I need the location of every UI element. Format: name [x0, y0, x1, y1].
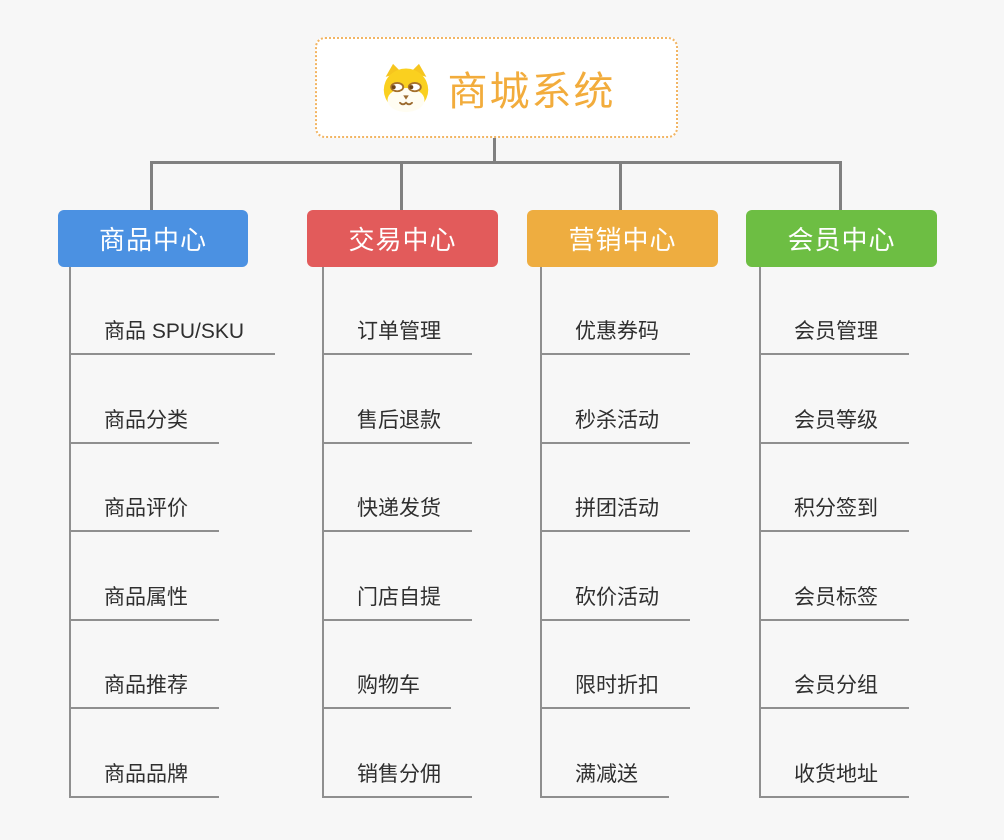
leaf-node[interactable]: 满减送 — [540, 761, 669, 799]
branch-trade-center[interactable]: 交易中心 — [307, 210, 498, 267]
leaf-node[interactable]: 限时折扣 — [540, 672, 690, 710]
branch-marketing-center[interactable]: 营销中心 — [527, 210, 718, 267]
root-node[interactable]: 商城系统 — [315, 37, 678, 138]
leaf-node[interactable]: 门店自提 — [322, 584, 472, 622]
connector-column-trade — [322, 267, 324, 798]
leaf-node[interactable]: 会员分组 — [759, 672, 909, 710]
leaf-node[interactable]: 会员标签 — [759, 584, 909, 622]
leaf-node[interactable]: 会员等级 — [759, 407, 909, 445]
connector-column-product — [69, 267, 71, 798]
leaf-node[interactable]: 商品属性 — [69, 584, 219, 622]
leaf-node[interactable]: 收货地址 — [759, 761, 909, 799]
leaf-node[interactable]: 会员管理 — [759, 318, 909, 356]
leaf-node[interactable]: 秒杀活动 — [540, 407, 690, 445]
leaf-node[interactable]: 销售分佣 — [322, 761, 472, 799]
connector-column-marketing — [540, 267, 542, 798]
connector-drop-marketing — [619, 161, 622, 210]
leaf-node[interactable]: 商品 SPU/SKU — [69, 318, 276, 356]
connector-drop-member — [839, 161, 842, 210]
connector-drop-product — [150, 161, 153, 210]
root-title: 商城系统 — [447, 69, 616, 114]
leaf-node[interactable]: 优惠券码 — [540, 318, 690, 356]
branch-label: 商品中心 — [98, 225, 207, 255]
connector-root-stem — [493, 138, 496, 163]
branch-label: 交易中心 — [348, 225, 457, 255]
leaf-node[interactable]: 商品评价 — [69, 495, 219, 533]
leaf-node[interactable]: 快递发货 — [322, 495, 472, 533]
leaf-node[interactable]: 售后退款 — [322, 407, 472, 445]
leaf-node[interactable]: 商品推荐 — [69, 672, 219, 710]
leaf-node[interactable]: 拼团活动 — [540, 495, 690, 533]
leaf-node[interactable]: 商品分类 — [69, 407, 219, 445]
connector-column-member — [759, 267, 761, 798]
leaf-node[interactable]: 订单管理 — [322, 318, 472, 356]
leaf-node[interactable]: 商品品牌 — [69, 761, 219, 799]
branch-product-center[interactable]: 商品中心 — [58, 210, 248, 267]
leaf-node[interactable]: 购物车 — [322, 672, 451, 710]
leaf-node[interactable]: 积分签到 — [759, 495, 909, 533]
connector-horizontal-rail — [150, 161, 841, 164]
connector-drop-trade — [400, 161, 403, 210]
dog-face-icon — [383, 63, 428, 112]
branch-member-center[interactable]: 会员中心 — [746, 210, 937, 267]
branch-label: 会员中心 — [787, 225, 896, 255]
branch-label: 营销中心 — [568, 225, 677, 255]
leaf-node[interactable]: 砍价活动 — [540, 584, 690, 622]
